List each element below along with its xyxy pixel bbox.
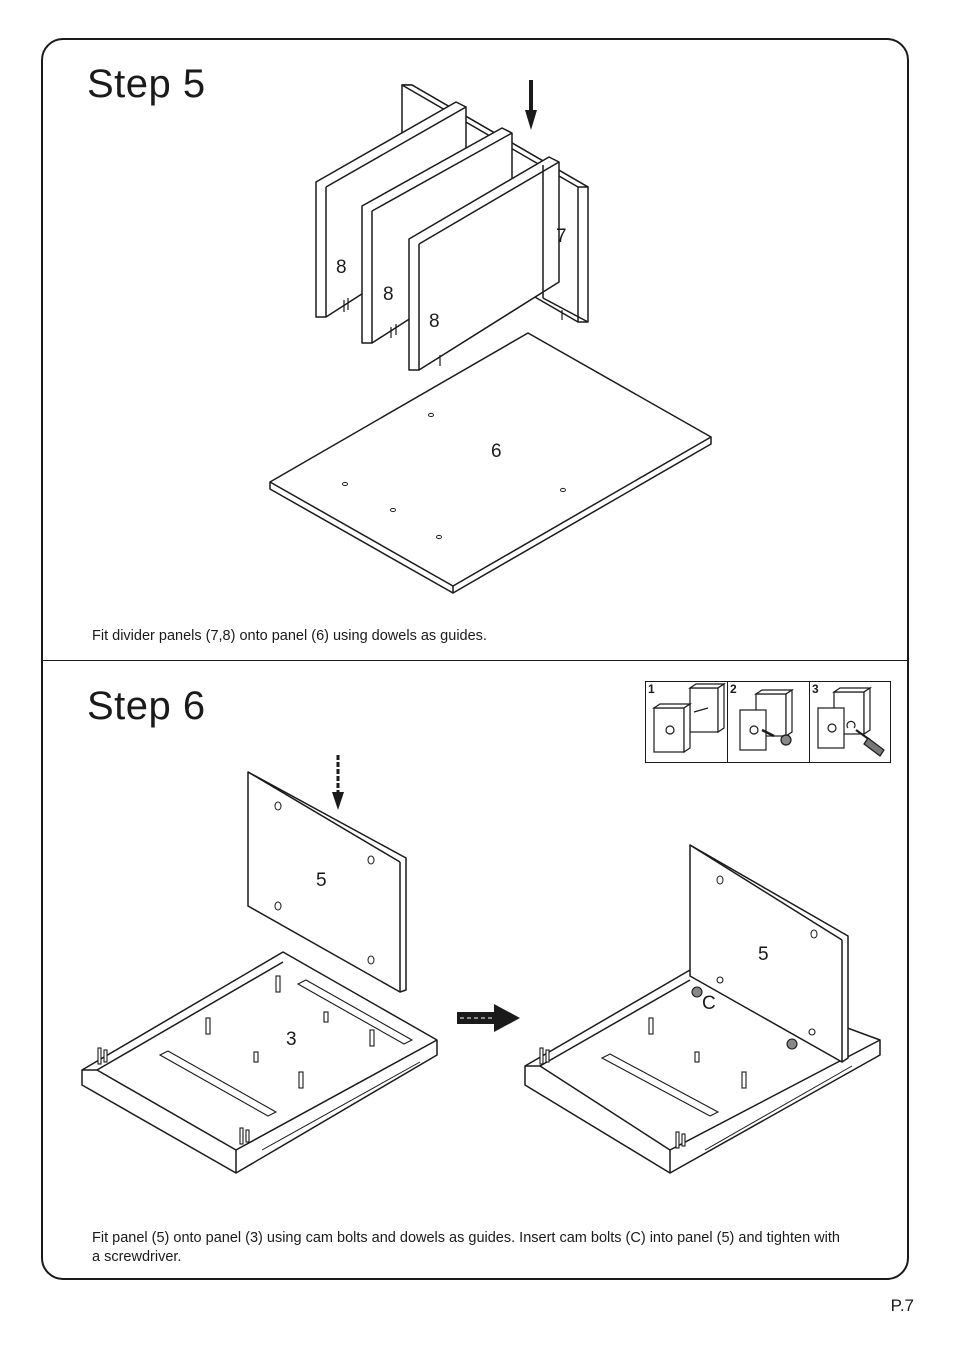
inset-step-1: 1 bbox=[646, 682, 728, 762]
panel-5-installed bbox=[689, 844, 849, 1063]
right-arrow-icon bbox=[457, 1004, 520, 1032]
inset-step-3-number: 3 bbox=[812, 682, 819, 696]
label-panel-3: 3 bbox=[286, 1029, 297, 1050]
step5-title: Step 5 bbox=[87, 62, 206, 106]
step-divider bbox=[43, 660, 909, 661]
page-number: P.7 bbox=[890, 1296, 914, 1315]
panel-3-left bbox=[81, 951, 438, 1174]
step5-illustration: 7 8 8 8 6 bbox=[269, 80, 712, 594]
label-panel-5-loose: 5 bbox=[316, 870, 327, 891]
cam-lock-icon bbox=[739, 688, 794, 751]
label-panel-8a: 8 bbox=[336, 257, 347, 278]
label-panel-5-installed: 5 bbox=[758, 944, 769, 965]
step5-caption: Fit divider panels (7,8) onto panel (6) … bbox=[92, 628, 487, 644]
inset-step-2-number: 2 bbox=[730, 682, 737, 696]
panel-8c bbox=[408, 156, 560, 371]
step6-caption: Fit panel (5) onto panel (3) using cam b… bbox=[92, 1230, 840, 1265]
inset-step-1-number: 1 bbox=[648, 682, 655, 696]
cam-bolt-inset: 1 2 bbox=[645, 681, 891, 763]
label-panel-7: 7 bbox=[556, 226, 567, 247]
panel-6 bbox=[269, 332, 712, 594]
page-frame bbox=[41, 38, 909, 1280]
panel-5-loose bbox=[247, 771, 407, 993]
label-cam-bolt-c: C bbox=[702, 993, 716, 1014]
label-panel-6: 6 bbox=[491, 441, 502, 462]
step6-illustration: 5 3 5 C bbox=[81, 755, 881, 1174]
screwdriver-icon bbox=[817, 686, 885, 757]
cam-insert-icon bbox=[652, 682, 726, 754]
inset-step-2: 2 bbox=[728, 682, 810, 762]
label-panel-8b: 8 bbox=[383, 284, 394, 305]
label-panel-8c: 8 bbox=[429, 311, 440, 332]
step6-title: Step 6 bbox=[87, 684, 206, 728]
down-arrow-icon bbox=[332, 755, 344, 810]
inset-step-3: 3 bbox=[810, 682, 890, 762]
down-arrow-icon bbox=[525, 80, 537, 130]
